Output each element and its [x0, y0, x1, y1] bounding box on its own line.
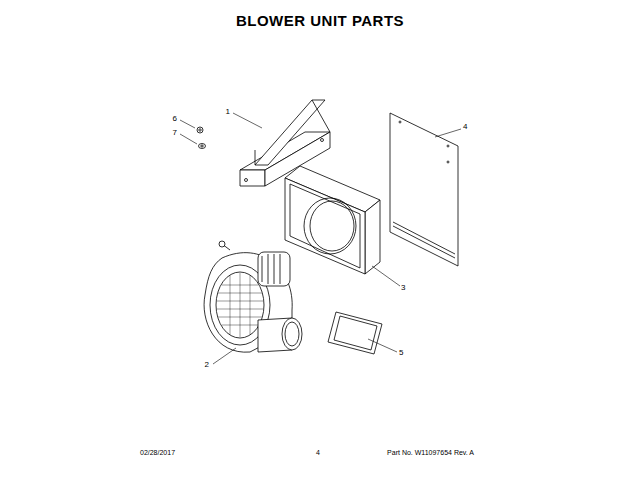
channel-part [240, 170, 265, 186]
blower-part [282, 318, 302, 350]
panel-part [393, 222, 455, 254]
fastener-parts [197, 127, 203, 133]
housing-part [304, 198, 356, 254]
blower-part [240, 273, 241, 337]
housing-part [290, 184, 360, 268]
housing-part [285, 178, 365, 274]
fastener-parts [197, 127, 206, 149]
callout-number: 2 [205, 361, 209, 369]
leader-lines [372, 266, 400, 286]
callout-number: 5 [399, 349, 403, 357]
callout-number: 7 [173, 129, 177, 137]
part-number: Part No. W11097654 Rev. A [387, 449, 474, 456]
channel-part [321, 139, 324, 142]
blower-part [268, 254, 269, 284]
leader-lines [213, 348, 236, 364]
callout-number: 1 [226, 108, 230, 116]
callout-number: 6 [173, 115, 177, 123]
leader-lines [180, 113, 461, 364]
fastener-parts [199, 144, 206, 149]
leader-lines [368, 339, 397, 352]
gasket-part [328, 312, 382, 354]
housing-part [285, 166, 380, 274]
housing-part [310, 201, 354, 251]
blower-part [250, 275, 251, 335]
blower-part [230, 275, 231, 335]
channel-part [255, 150, 256, 165]
page-number: 4 [316, 449, 320, 456]
blower-part [258, 252, 290, 286]
callout-number: 4 [463, 123, 467, 131]
callout-number: 3 [401, 284, 405, 292]
channel-part [245, 179, 248, 182]
panel-part [399, 121, 401, 123]
channel-part [312, 100, 330, 132]
blower-part [204, 253, 292, 353]
blower-part [262, 256, 263, 282]
leader-lines [233, 113, 262, 128]
diagram-title: BLOWER UNIT PARTS [236, 13, 404, 28]
panel-part [390, 113, 458, 266]
panel-part [393, 226, 455, 258]
leader-lines [435, 129, 461, 137]
gasket-part [328, 312, 382, 354]
blower-part [217, 273, 263, 337]
housing-part [365, 200, 380, 274]
blower-part [204, 241, 302, 352]
leader-lines [180, 134, 197, 144]
channel-part [255, 100, 325, 165]
panel-part [390, 113, 458, 266]
blower-part [216, 272, 264, 338]
blower-part [274, 254, 275, 284]
fastener-parts [199, 129, 201, 131]
gasket-part [334, 316, 377, 350]
blower-part [280, 254, 281, 284]
fastener-parts [201, 145, 204, 147]
panel-part [447, 145, 449, 147]
leader-lines [180, 120, 195, 128]
blower-part [285, 322, 299, 346]
blower-part [219, 241, 225, 247]
panel-part [447, 161, 449, 163]
footer-date: 02/28/2017 [140, 449, 175, 456]
